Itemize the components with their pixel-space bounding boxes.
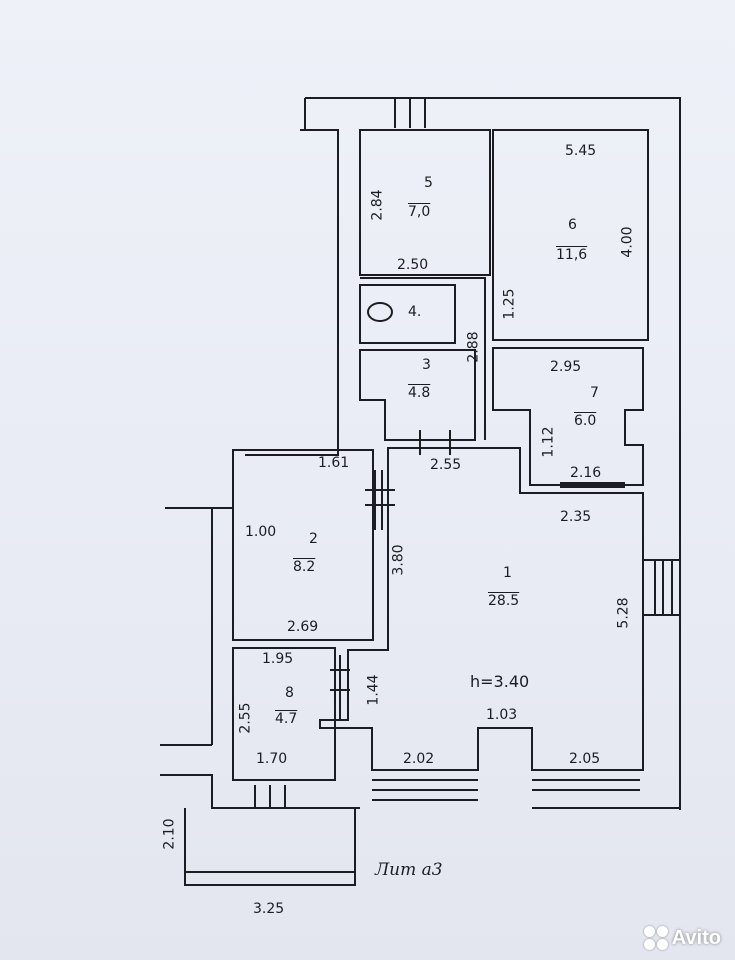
dim-label: 1.70 (256, 751, 288, 767)
room-3-number: 3 (422, 357, 431, 373)
room-3-area: 4.8 (408, 385, 431, 401)
dim-label: 5.28 (615, 597, 632, 629)
dim-label: 1.25 (501, 288, 518, 320)
room-8-number: 8 (285, 685, 294, 701)
room-6-outline (492, 129, 649, 341)
room-1-outline (319, 447, 644, 771)
dim-label: 2.02 (403, 751, 435, 767)
room-2-area: 8.2 (293, 559, 316, 575)
toilet-icon (367, 302, 393, 322)
room-1-number: 1 (503, 565, 512, 581)
avito-watermark: Avito (643, 926, 721, 950)
outer-wall (305, 97, 681, 810)
avito-brand-text: Avito (671, 926, 721, 949)
room-4-number: 4. (408, 304, 422, 320)
dim-label: 2.10 (161, 818, 178, 850)
dim-label: 2.55 (430, 457, 462, 473)
room-2-outline (232, 449, 374, 641)
dim-label: 1.00 (245, 524, 277, 540)
dim-label: 2.95 (550, 359, 582, 375)
dim-label: 2.35 (560, 509, 592, 525)
dim-label: 2.16 (570, 465, 602, 481)
dim-label: 2.05 (569, 751, 601, 767)
avito-dots-icon (643, 926, 668, 950)
dim-label: 1.44 (365, 674, 382, 706)
room-7-area: 6.0 (574, 413, 597, 429)
dim-label: 2.50 (397, 257, 429, 273)
porch-outline (184, 808, 356, 886)
dim-label: 5.45 (565, 143, 597, 159)
plan-caption: Лит а3 (375, 860, 443, 880)
dim-label: 1.61 (318, 455, 350, 471)
room-7-number: 7 (590, 385, 599, 401)
room-7-outline (492, 347, 644, 486)
room-5-area: 7,0 (408, 204, 431, 220)
room-6-number: 6 (568, 217, 577, 233)
room-6-area: 11,6 (556, 247, 588, 263)
room-8-outline (232, 647, 336, 781)
dim-label: 1.12 (540, 426, 557, 458)
dim-label: 1.95 (262, 651, 294, 667)
room-5-number: 5 (424, 175, 433, 191)
dim-label: 1.03 (486, 707, 518, 723)
dim-label: 3.25 (253, 901, 285, 917)
room-3-outline (359, 349, 476, 441)
dim-label: 2.55 (237, 702, 254, 734)
room-2-number: 2 (309, 531, 318, 547)
room-4-outline (359, 284, 456, 344)
dim-label: 2.84 (369, 189, 386, 221)
dim-label: 3.80 (390, 544, 407, 576)
dim-label: 2.88 (465, 331, 482, 363)
dim-label: 2.69 (287, 619, 319, 635)
ceiling-height: h=3.40 (470, 672, 530, 691)
room-5-outline (359, 129, 491, 276)
dim-label: 4.00 (619, 226, 636, 258)
room-8-area: 4.7 (275, 711, 298, 727)
room-1-area: 28.5 (488, 593, 520, 609)
